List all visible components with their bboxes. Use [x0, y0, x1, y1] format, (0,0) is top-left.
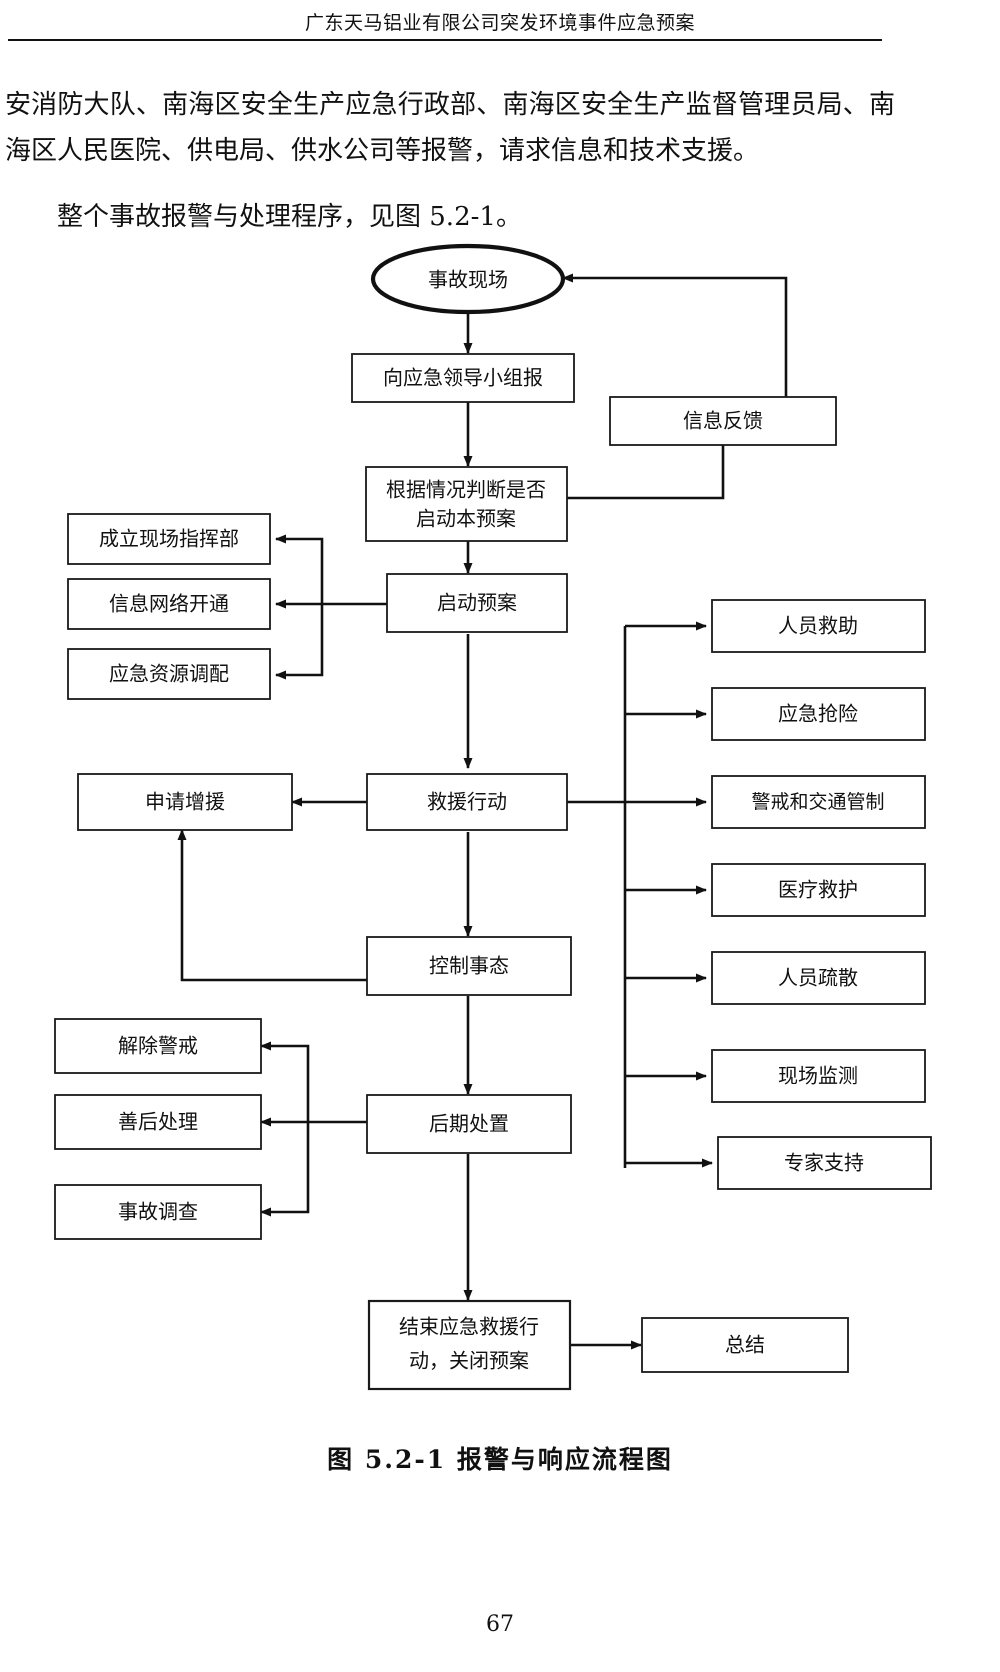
node-label: 救援行动 — [427, 790, 507, 814]
node-label: 申请增援 — [145, 790, 225, 814]
node-personnel-evacuation: 人员疏散 — [711, 951, 926, 1005]
node-label: 信息网络开通 — [109, 592, 229, 616]
node-information-feedback: 信息反馈 — [609, 396, 837, 446]
node-rescue-action: 救援行动 — [366, 773, 568, 831]
node-label: 事故现场 — [428, 268, 508, 292]
node-control-situation: 控制事态 — [366, 936, 572, 996]
node-label: 应急资源调配 — [109, 662, 229, 686]
node-expert-support: 专家支持 — [717, 1136, 932, 1190]
node-label: 专家支持 — [784, 1151, 864, 1175]
page-number: 67 — [486, 1612, 514, 1637]
node-label: 成立现场指挥部 — [99, 527, 239, 551]
node-label: 医疗救护 — [778, 878, 858, 902]
node-establish-command: 成立现场指挥部 — [67, 513, 271, 565]
node-aftermath-handling: 善后处理 — [54, 1094, 262, 1150]
node-label: 人员救助 — [778, 614, 858, 638]
node-label: 启动预案 — [437, 591, 517, 615]
node-label: 应急抢险 — [778, 702, 858, 726]
node-open-info-network: 信息网络开通 — [67, 578, 271, 630]
node-later-disposal: 后期处置 — [366, 1094, 572, 1154]
node-label: 现场监测 — [778, 1064, 858, 1088]
body-paragraph-2: 整个事故报警与处理程序，见图 5.2-1。 — [57, 202, 522, 232]
node-label: 警戒和交通管制 — [751, 791, 884, 813]
node-lift-alert: 解除警戒 — [54, 1018, 262, 1074]
node-medical-aid: 医疗救护 — [711, 863, 926, 917]
edge-activate-to-resources — [275, 604, 324, 680]
node-summary: 总结 — [641, 1317, 849, 1373]
node-label: 后期处置 — [429, 1112, 509, 1136]
body-paragraph-1: 安消防大队、南海区安全生产应急行政部、南海区安全生产监督管理员局、南海区人民医院… — [5, 90, 895, 166]
node-alert-traffic-control: 警戒和交通管制 — [711, 775, 926, 829]
node-accident-scene: 事故现场 — [370, 243, 566, 315]
node-label-line2: 动，关闭预案 — [409, 1349, 529, 1373]
page-header-title: 广东天马铝业有限公司突发环境事件应急预案 — [304, 12, 695, 34]
node-emergency-repair: 应急抢险 — [711, 687, 926, 741]
node-label: 向应急领导小组报 — [383, 366, 543, 390]
flowchart-figure: 事故现场 向应急领导小组报 信息反馈 根据情况判断是否 启动本预案 成立现场指挥… — [0, 228, 1000, 1418]
node-request-reinforcement: 申请增援 — [77, 773, 293, 831]
edge-later-to-investigation — [260, 1122, 310, 1217]
node-activate-plan: 启动预案 — [386, 573, 568, 633]
node-site-monitoring: 现场监测 — [711, 1049, 926, 1103]
node-accident-investigation: 事故调查 — [54, 1184, 262, 1240]
node-report-to-leading-group: 向应急领导小组报 — [351, 353, 575, 403]
node-label: 事故调查 — [118, 1200, 198, 1224]
node-label: 解除警戒 — [118, 1034, 198, 1058]
node-personnel-rescue: 人员救助 — [711, 599, 926, 653]
header-divider — [8, 39, 882, 41]
edge-activate-to-command — [275, 534, 324, 604]
node-label-line1: 结束应急救援行 — [399, 1315, 539, 1339]
node-label: 人员疏散 — [778, 966, 858, 990]
figure-caption: 图 5.2-1 报警与响应流程图 — [327, 1445, 673, 1474]
node-label: 控制事态 — [429, 954, 509, 978]
node-label: 总结 — [725, 1333, 765, 1357]
node-label-line1: 根据情况判断是否 — [386, 478, 546, 502]
node-label: 善后处理 — [118, 1110, 198, 1134]
node-end-rescue: 结束应急救援行 动，关闭预案 — [367, 1299, 572, 1391]
edge-later-to-lift-alert — [260, 1041, 310, 1122]
node-label: 信息反馈 — [683, 409, 763, 433]
edge-control-to-reinforcement — [177, 829, 387, 982]
node-label-line2: 启动本预案 — [416, 507, 516, 531]
edge-feedback-to-scene — [562, 273, 788, 397]
node-judge-whether-activate: 根据情况判断是否 启动本预案 — [365, 466, 568, 542]
node-allocate-resources: 应急资源调配 — [67, 648, 271, 700]
